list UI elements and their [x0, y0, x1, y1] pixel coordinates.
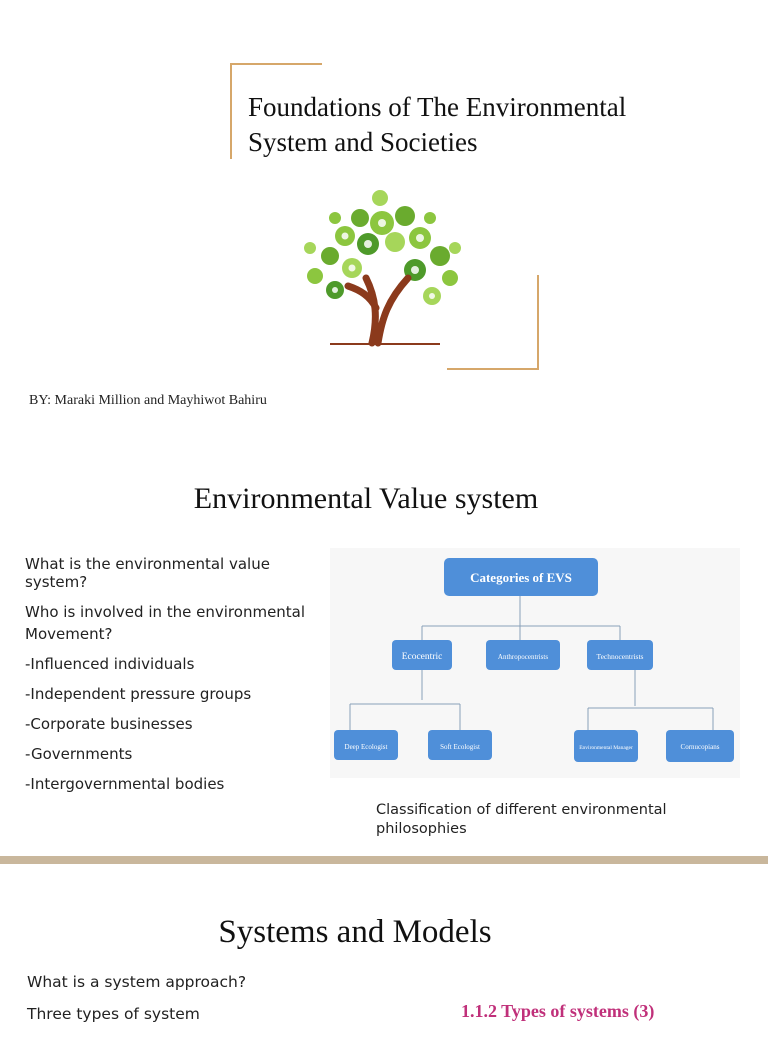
slide-title: Foundations of The Environmental System …	[248, 90, 626, 160]
slide-title: Environmental Value system	[193, 482, 539, 515]
list-item: -Influenced individuals	[25, 655, 195, 673]
systems-question-list: What is a system approach? Three types o…	[27, 973, 246, 1037]
diagram-node-cornucopians	[666, 730, 734, 762]
slide-title: Systems and Models	[218, 914, 492, 950]
list-item: Who is involved in the environmental	[25, 603, 306, 621]
diagram-node-deep-ecologist	[334, 730, 398, 760]
diagram-node-label: Ecocentric	[402, 652, 443, 662]
slide-title-line-2: System and Societies	[248, 127, 478, 157]
list-item: -Corporate businesses	[25, 715, 193, 733]
diagram-node-soft-ecologist	[428, 730, 492, 760]
evs-categories-diagram: Categories of EVS Ecocentric Anthropocen…	[330, 548, 740, 778]
diagram-node-ecocentric	[392, 640, 452, 670]
diagram-node-environmental-manager	[574, 730, 638, 762]
list-item: Three types of system	[27, 1005, 200, 1023]
diagram-node-label: Cornucopians	[681, 743, 720, 751]
list-item: -Independent pressure groups	[25, 685, 252, 703]
diagram-node-label: Anthropocentrists	[498, 653, 548, 661]
list-item: -Governments	[25, 745, 133, 763]
diagram-caption: Classification of different environmenta…	[376, 802, 667, 837]
list-item: Movement?	[25, 625, 113, 643]
list-item: What is the environmental value system?	[25, 555, 270, 591]
types-of-systems-heading: 1.1.2 Types of systems (3)	[461, 1001, 655, 1021]
diagram-node-label: Deep Ecologist	[345, 743, 388, 751]
diagram-root-label: Categories of EVS	[470, 570, 572, 585]
diagram-node-label: Environmental Manager	[579, 745, 633, 751]
diagram-node-label: Technocentrists	[597, 652, 644, 661]
decorative-corner-top-left	[230, 63, 322, 159]
diagram-node-technocentrists	[587, 640, 653, 670]
diagram-root-box	[444, 558, 598, 596]
evs-question-list: What is the environmental value system? …	[25, 555, 325, 805]
list-item: -Intergovernmental bodies	[25, 775, 225, 793]
slide-title-line-1: Foundations of The Environmental	[248, 92, 627, 122]
diagram-node-label: Soft Ecologist	[440, 743, 480, 751]
list-item: What is a system approach?	[27, 973, 247, 991]
decorative-corner-bottom-right	[447, 275, 539, 370]
eco-tree-image	[304, 190, 461, 347]
slide-divider	[0, 856, 768, 864]
author-byline: BY: Maraki Million and Mayhiwot Bahiru	[29, 393, 267, 408]
diagram-node-anthropocentrists	[486, 640, 560, 670]
